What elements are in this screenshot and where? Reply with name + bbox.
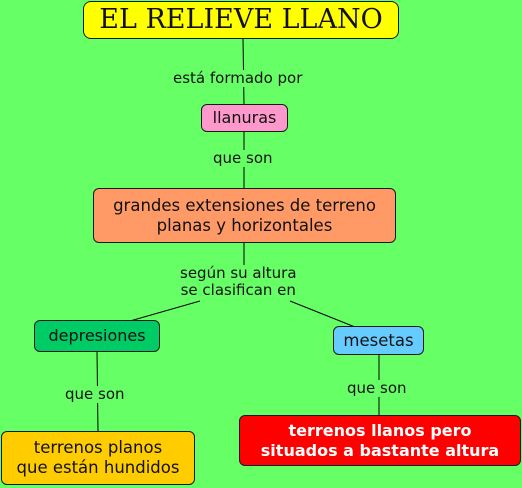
link-que-son-1: que son — [211, 149, 275, 168]
concept-depresiones: depresiones — [34, 320, 160, 352]
concept-grandes-extensiones-label: grandes extensiones de terreno planas y … — [113, 195, 376, 235]
concept-llanuras: llanuras — [201, 104, 288, 132]
link-segun-su-altura: según su altura se clasifican en — [178, 264, 299, 300]
concept-terrenos-planos-hundidos: terrenos planos que están hundidos — [1, 431, 195, 485]
concept-terrenos-llanos-altura-label: terrenos llanos pero situados a bastante… — [260, 421, 500, 460]
link-que-son-3: que son — [345, 379, 409, 398]
concept-terrenos-llanos-altura: terrenos llanos pero situados a bastante… — [239, 415, 521, 466]
concept-depresiones-label: depresiones — [48, 326, 146, 346]
root-concept-label: EL RELIEVE LLANO — [99, 3, 383, 35]
concept-terrenos-planos-hundidos-label: terrenos planos que están hundidos — [16, 438, 180, 477]
concept-mesetas: mesetas — [333, 326, 424, 355]
connector-segun-mesetas — [289, 300, 356, 328]
concept-mesetas-label: mesetas — [343, 330, 414, 350]
concept-llanuras-label: llanuras — [212, 108, 277, 128]
concept-grandes-extensiones: grandes extensiones de terreno planas y … — [93, 188, 396, 243]
root-concept: EL RELIEVE LLANO — [83, 1, 399, 39]
link-esta-formado-por: está formado por — [171, 69, 305, 88]
link-que-son-2: que son — [63, 385, 127, 404]
connector-segun-depresiones — [129, 300, 201, 322]
